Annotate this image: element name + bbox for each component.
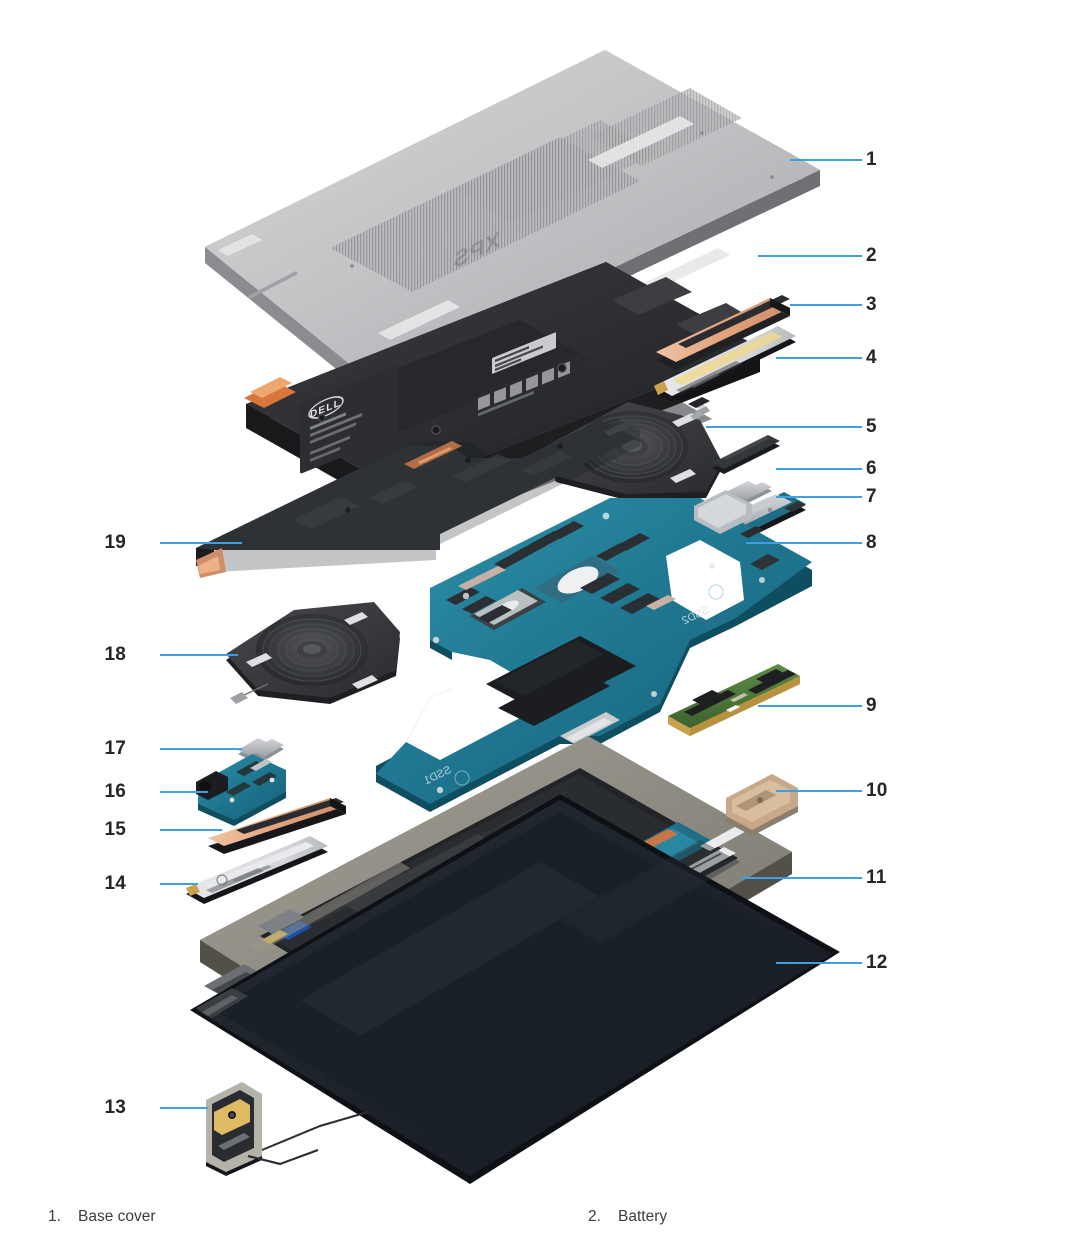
part-memory-module [668, 664, 800, 736]
part-wireless-bracket-black [712, 435, 780, 474]
part-io-bracket [238, 738, 284, 761]
leader-line-17 [160, 748, 242, 750]
leader-line-9 [758, 705, 862, 707]
callout-number-6: 6 [866, 458, 877, 479]
callout-number-18: 18 [104, 644, 126, 665]
callout-number-19: 19 [104, 532, 126, 553]
callout-number-15: 15 [104, 819, 126, 840]
leader-line-1 [790, 159, 862, 161]
leader-line-14 [160, 883, 198, 885]
part-ssd-thermal-shield-right [656, 295, 790, 370]
callout-number-12: 12 [866, 952, 888, 973]
callout-number-9: 9 [866, 695, 877, 716]
leader-line-13 [160, 1107, 208, 1109]
leader-line-10 [776, 790, 862, 792]
part-display-assembly [190, 794, 840, 1184]
part-ssd-thermal-shield-left [208, 798, 346, 854]
part-fan-left [226, 602, 400, 704]
callout-number-2: 2 [866, 245, 877, 266]
caption-label: Battery [618, 1208, 668, 1225]
leader-line-16 [160, 791, 208, 793]
callout-number-14: 14 [104, 873, 126, 894]
leader-line-7 [776, 496, 862, 498]
caption-list: 1. Base cover 2. Battery [0, 1208, 1080, 1248]
leader-line-5 [706, 426, 862, 428]
part-screw-decorative [690, 411, 704, 420]
leader-line-2 [758, 255, 862, 257]
exploded-view-figure: XPS [186, 50, 840, 1184]
leader-line-11 [740, 877, 862, 879]
leader-line-4 [776, 357, 862, 359]
caption-item-2: 2. Battery [32, 1208, 667, 1248]
callout-number-1: 1 [866, 149, 877, 170]
callout-number-11: 11 [866, 867, 887, 888]
caption-item-1: 1. Base cover [0, 1208, 540, 1248]
leader-line-18 [160, 654, 238, 656]
part-heat-shield-left: HEAT SHIELD [196, 418, 640, 578]
part-ssd-right [654, 326, 796, 417]
caption-index: 1. [48, 1208, 61, 1225]
callout-number-16: 16 [104, 781, 126, 802]
leader-line-3 [790, 304, 862, 306]
callout-number-7: 7 [866, 486, 877, 507]
caption-label: Base cover [78, 1208, 156, 1225]
callout-number-13: 13 [104, 1097, 126, 1118]
callout-number-17: 17 [104, 738, 126, 759]
leader-line-6 [776, 468, 862, 470]
leader-line-15 [160, 829, 222, 831]
part-speaker-right [726, 774, 798, 836]
callout-number-5: 5 [866, 416, 877, 437]
leader-line-8 [746, 542, 862, 544]
callout-number-10: 10 [866, 780, 888, 801]
leader-line-19 [160, 542, 242, 544]
callout-number-4: 4 [866, 347, 877, 368]
callout-number-8: 8 [866, 532, 877, 553]
part-camera-module [206, 1082, 319, 1176]
part-io-board [196, 754, 286, 826]
part-ssd-left [186, 836, 328, 904]
part-system-board: SSD2 SSD1 [376, 490, 812, 812]
leader-line-12 [776, 962, 862, 964]
caption-index: 2. [588, 1208, 601, 1225]
callout-number-3: 3 [866, 294, 877, 315]
